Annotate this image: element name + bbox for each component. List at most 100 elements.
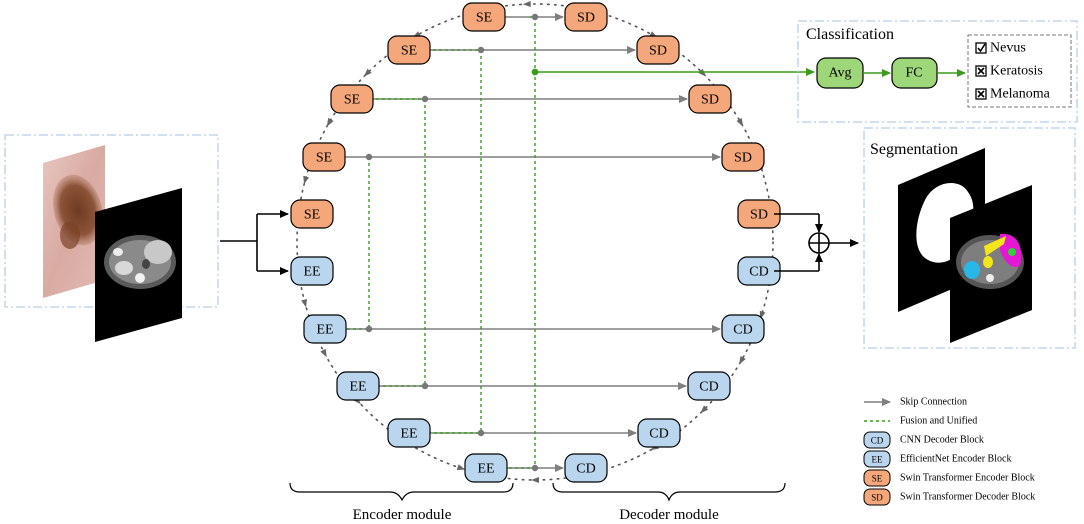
checkbox-icon: [975, 42, 987, 54]
ee-block-label: EE: [477, 462, 494, 477]
se-block-label: SE: [476, 11, 492, 26]
ring-arrow-icon: [363, 68, 372, 77]
legend-item: Skip Connection: [864, 397, 967, 408]
skip-connections: [345, 13, 721, 472]
svg-text:SD: SD: [871, 493, 883, 503]
legend-item: SE Swin Transformer Encoder Block: [863, 469, 1035, 487]
ee-block: EE: [387, 418, 431, 448]
cd-block: CD: [721, 314, 765, 344]
skin-lesion-image: [43, 145, 105, 298]
input-arrows: [220, 210, 289, 275]
class-item-label: Keratosis: [990, 64, 1043, 79]
sd-block-label: SD: [701, 93, 719, 108]
classification-title: Classification: [806, 26, 894, 43]
class-item-label: Melanoma: [990, 87, 1051, 102]
class-item: Keratosis: [975, 64, 1043, 79]
fusion-lines: [346, 16, 536, 469]
ring-arrow-icon: [739, 356, 746, 365]
sd-block: SD: [636, 35, 680, 65]
ee-block-label: EE: [349, 380, 366, 395]
segmentation-title: Segmentation: [870, 141, 958, 158]
se-block-label: SE: [304, 208, 320, 223]
se-block-label: SE: [344, 93, 360, 108]
encoder-decoder-ring: [296, 3, 774, 481]
cd-block: CD: [637, 418, 681, 448]
svg-text:Avg: Avg: [828, 66, 851, 81]
se-block: SE: [302, 142, 346, 172]
skip-junctions: [365, 13, 539, 472]
legend-item: EE EfficientNet Encoder Block: [863, 450, 1011, 468]
class-item: Nevus: [975, 41, 1026, 56]
ring-arrow-icon: [456, 464, 466, 471]
sd-block-label: SD: [750, 208, 768, 223]
ring-arrow-icon: [522, 0, 531, 7]
class-item: Melanoma: [975, 87, 1051, 102]
cd-block-label: CD: [576, 462, 595, 477]
segmentation-panel: Segmentation: [863, 127, 1076, 349]
ring-arrow-icon: [531, 477, 539, 483]
sd-block-label: SD: [734, 151, 752, 166]
ee-block: EE: [336, 371, 380, 401]
svg-text:EE: EE: [872, 455, 883, 465]
ee-block: EE: [290, 256, 334, 286]
cd-block-label: CD: [749, 265, 768, 280]
decoder-module-label: Decoder module: [619, 507, 719, 523]
cd-block: CD: [737, 256, 781, 286]
ee-block-label: EE: [316, 323, 333, 338]
cd-block-label: CD: [699, 380, 718, 395]
legend-label: CNN Decoder Block: [900, 435, 984, 446]
avg-block: Avg: [816, 57, 864, 89]
ee-block: EE: [464, 453, 508, 483]
cd-block-label: CD: [733, 323, 752, 338]
sd-block-label: SD: [577, 11, 595, 26]
legend-label: Fusion and Unified: [900, 416, 977, 427]
classification-feed: [531, 68, 815, 76]
encoder-module-label: Encoder module: [353, 507, 452, 523]
legend-label: Swin Transformer Encoder Block: [900, 473, 1035, 484]
legend-item: Fusion and Unified: [864, 416, 977, 427]
network-blocks: SE SD SE SD SE SD SE SD SE SD EE CD EE CD EE CD EE CD EE CD: [290, 2, 781, 483]
legend-label: Swin Transformer Decoder Block: [900, 492, 1035, 503]
input-panel: [4, 134, 219, 342]
ring-arrow-icon: [301, 298, 307, 308]
ring-arrow-icon: [320, 348, 327, 358]
legend-label: Skip Connection: [900, 397, 967, 408]
ring-arrow-icon: [326, 118, 334, 127]
ct-mask-image: [950, 185, 1032, 343]
se-block: SE: [462, 2, 506, 32]
legend-label: EfficientNet Encoder Block: [900, 454, 1011, 465]
ring-arrow-icon: [700, 405, 709, 414]
se-block: SE: [330, 84, 374, 114]
se-block: SE: [290, 199, 334, 229]
cd-block: CD: [564, 453, 608, 483]
ct-scan-image: [95, 188, 182, 342]
sd-block: SD: [564, 2, 608, 32]
ee-block-label: EE: [400, 427, 417, 442]
se-block: SE: [387, 35, 431, 65]
legend-item: CD CNN Decoder Block: [863, 431, 984, 449]
se-block-label: SE: [401, 44, 417, 59]
svg-text:SE: SE: [872, 474, 883, 484]
encoder-brace: [289, 482, 514, 502]
cd-block: CD: [687, 371, 731, 401]
sd-block-label: SD: [649, 44, 667, 59]
ee-block-label: EE: [303, 265, 320, 280]
output-fusion: [774, 213, 859, 272]
svg-text:CD: CD: [871, 436, 884, 446]
decoder-brace: [552, 482, 786, 502]
fc-block: FC: [891, 57, 938, 89]
sd-block: SD: [737, 199, 781, 229]
se-block-label: SE: [316, 151, 332, 166]
sd-block: SD: [688, 84, 732, 114]
legend-item: SD Swin Transformer Decoder Block: [863, 488, 1035, 506]
classification-panel: Classification Avg FC NevusKeratosisMela…: [797, 20, 1078, 123]
class-item-label: Nevus: [990, 41, 1026, 56]
cd-block-label: CD: [649, 427, 668, 442]
ring-arrow-icon: [303, 175, 310, 185]
ee-block: EE: [303, 314, 347, 344]
sd-block: SD: [721, 142, 765, 172]
ring-arrow-icon: [736, 118, 744, 127]
